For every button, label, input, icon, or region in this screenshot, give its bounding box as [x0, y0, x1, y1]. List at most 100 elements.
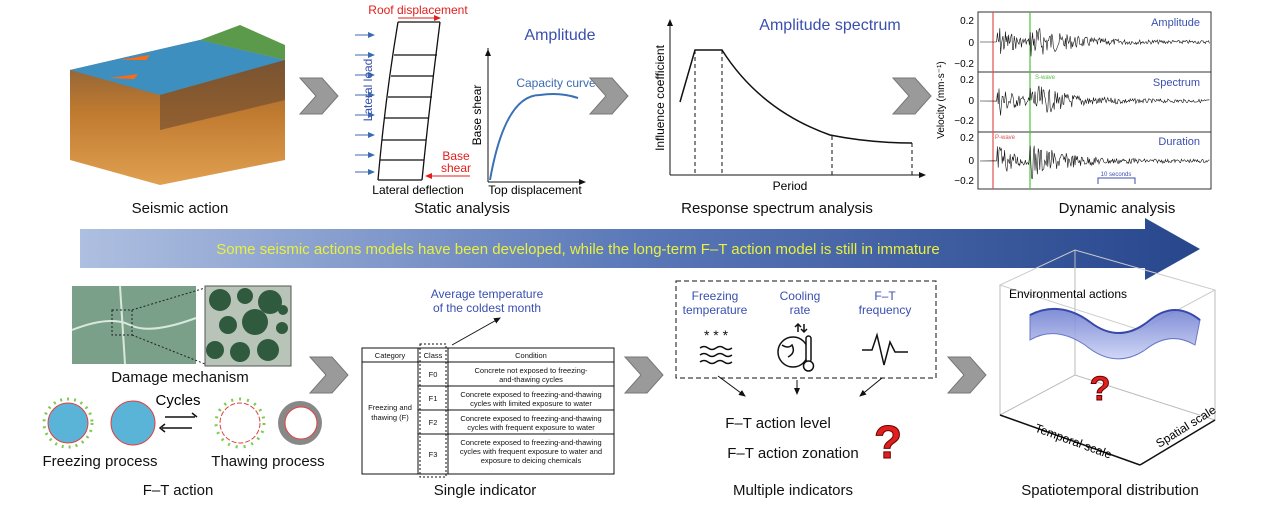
thawing-pore-icon — [219, 402, 261, 444]
base-shear-red-label-2: shear — [441, 161, 471, 175]
freezing-temperature-label-1: Freezing — [692, 289, 739, 303]
base-shear-red-label-1: Base — [442, 149, 470, 163]
svg-text:Category: Category — [375, 351, 406, 360]
cycles-label: Cycles — [155, 392, 200, 409]
spatial-scale-label: Spatial scale — [1153, 402, 1218, 450]
svg-text:Freezing and: Freezing and — [368, 403, 412, 412]
seismogram-trace-2 — [979, 85, 1210, 116]
thawing-process-label: Thawing process — [211, 453, 324, 470]
svg-text:0.2: 0.2 — [960, 16, 974, 27]
svg-text:0.2: 0.2 — [960, 133, 974, 144]
amplitude-title: Amplitude — [524, 27, 595, 44]
svg-text:0: 0 — [968, 96, 974, 107]
static-pushover-frame — [377, 21, 441, 181]
globe-thermometer-icon — [777, 322, 815, 372]
svg-text:−0.2: −0.2 — [954, 59, 974, 70]
svg-text:cycles with frequent exposure: cycles with frequent exposure to water — [467, 423, 595, 432]
svg-text:F3: F3 — [429, 450, 438, 459]
seismogram-trace-3 — [979, 145, 1210, 179]
spatiotemporal-label: Spatiotemporal distribution — [1021, 482, 1199, 499]
s-wave-label: S-wave — [1035, 75, 1056, 81]
banner-text: Some seismic actions models have been de… — [216, 241, 939, 258]
ten-seconds-label: 10 seconds — [1101, 172, 1132, 178]
influence-coefficient-axis-label: Influence coefficient — [653, 44, 667, 151]
lateral-deflection-label: Lateral deflection — [372, 183, 463, 197]
panel-amplitude-label: Amplitude — [1151, 17, 1200, 29]
svg-text:Class: Class — [424, 351, 443, 360]
ft-action-zonation-label: F–T action zonation — [727, 445, 858, 462]
svg-text:F1: F1 — [429, 394, 438, 403]
svg-text:cycles with frequent exposure: cycles with frequent exposure to water a… — [460, 447, 602, 456]
arrow-icon — [299, 77, 339, 115]
freezing-process-label: Freezing process — [42, 453, 157, 470]
svg-text:Concrete exposed to freezing-a: Concrete exposed to freezing-and-thawing — [460, 414, 601, 423]
dynamic-analysis-label: Dynamic analysis — [1059, 200, 1176, 217]
ft-action-level-label: F–T action level — [725, 415, 831, 432]
response-spectrum-label: Response spectrum analysis — [681, 200, 873, 217]
svg-text:frequency: frequency — [859, 303, 912, 317]
freezing-pore-icon — [47, 402, 89, 444]
capacity-chart — [485, 48, 585, 182]
svg-text:temperature: temperature — [683, 303, 748, 317]
environmental-actions-label: Environmental actions — [1009, 287, 1127, 301]
svg-text:and-thawing cycles: and-thawing cycles — [499, 375, 563, 384]
aggregate-diagram — [204, 285, 292, 367]
svg-text:0.2: 0.2 — [960, 75, 974, 86]
ft-frequency-label-1: F–T — [874, 289, 896, 303]
seismogram-trace-1 — [980, 27, 1210, 57]
seismic-action-label: Seismic action — [132, 200, 229, 217]
arrow-icon — [589, 77, 629, 115]
svg-text:Concrete exposed to freezing-a: Concrete exposed to freezing-and-thawing — [460, 438, 601, 447]
cycle-arrows-icon — [158, 412, 198, 433]
svg-text:0: 0 — [968, 156, 974, 167]
frequency-signal-icon — [862, 332, 908, 366]
indicators-box — [675, 280, 937, 379]
ft-action-label: F–T action — [143, 482, 214, 499]
banner-arrow — [80, 218, 1200, 280]
avg-temp-note-1: Average temperature — [431, 287, 544, 301]
cooling-rate-label-1: Cooling — [780, 289, 821, 303]
period-axis-label: Period — [773, 179, 808, 193]
top-displacement-axis-label: Top displacement — [488, 183, 582, 197]
multiple-indicators-label: Multiple indicators — [733, 482, 853, 499]
arrow-icon — [947, 356, 987, 394]
capacity-curve — [489, 93, 579, 181]
svg-text:* * *: * * * — [704, 327, 729, 343]
svg-text:exposure to deicing chemicals: exposure to deicing chemicals — [481, 456, 582, 465]
amplitude-spectrum-title: Amplitude spectrum — [759, 17, 900, 34]
avg-temp-note-2: of the coldest month — [433, 301, 541, 315]
p-wave-label: P-wave — [995, 135, 1016, 141]
capacity-curve-label: Capacity curve — [516, 76, 596, 90]
question-mark-icon: ? — [874, 416, 902, 468]
svg-text:cycles with limited exposure t: cycles with limited exposure to water — [470, 399, 592, 408]
svg-text:−0.2: −0.2 — [954, 176, 974, 187]
panel-duration-label: Duration — [1158, 136, 1200, 148]
base-shear-axis-label: Base shear — [470, 85, 484, 146]
svg-text:rate: rate — [790, 303, 811, 317]
arrow-icon — [309, 356, 349, 394]
response-spectrum-chart — [667, 19, 926, 178]
static-analysis-label: Static analysis — [414, 200, 510, 217]
lateral-load-label: Lateral load — [361, 59, 375, 122]
frozen-pore-icon — [110, 400, 156, 446]
temporal-scale-label: Temporal scale — [1033, 421, 1114, 462]
seismic-block-illustration — [70, 25, 285, 185]
damage-mechanism-label: Damage mechanism — [111, 369, 249, 386]
svg-text:−0.2: −0.2 — [954, 116, 974, 127]
svg-text:Condition: Condition — [515, 351, 547, 360]
exposure-class-table: Category Class Condition Freezing and th… — [361, 343, 615, 478]
panel-spectrum-label: Spectrum — [1153, 77, 1200, 89]
svg-text:Concrete not exposed to freezi: Concrete not exposed to freezing- — [475, 366, 588, 375]
svg-text:Concrete exposed to freezing-a: Concrete exposed to freezing-and-thawing — [460, 390, 601, 399]
arrow-icon — [624, 356, 664, 394]
snow-water-icon: * * * — [699, 327, 733, 365]
svg-text:0: 0 — [968, 38, 974, 49]
single-indicator-label: Single indicator — [434, 482, 537, 499]
svg-text:thawing (F): thawing (F) — [371, 413, 409, 422]
svg-text:F0: F0 — [429, 370, 438, 379]
velocity-axis-label: Velocity (mm·s⁻¹) — [936, 61, 947, 139]
question-mark-icon: ? — [1090, 370, 1111, 408]
arrow-icon — [892, 77, 932, 115]
seismogram-panels — [977, 11, 1212, 190]
